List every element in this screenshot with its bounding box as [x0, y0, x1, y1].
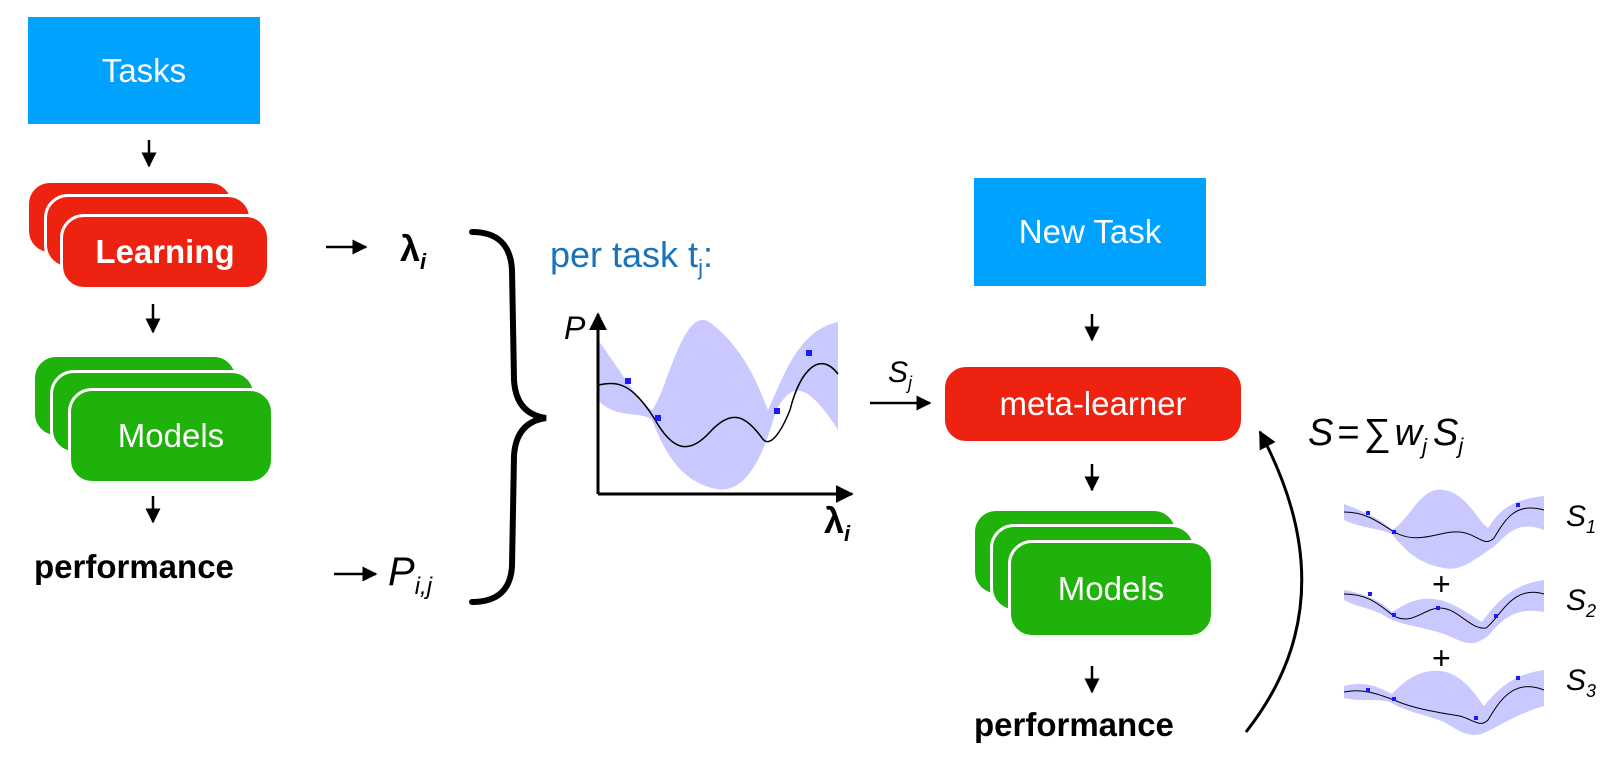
lambda-symbol: λ [400, 228, 421, 269]
formula-w: w [1394, 412, 1423, 454]
mini-point-3d [1516, 676, 1520, 680]
mini-label-1: S1 [1566, 500, 1596, 538]
p-ij-label: Pi,j [388, 550, 432, 601]
mini-label-1-symbol: S [1566, 500, 1587, 533]
right-performance-label: performance [974, 706, 1174, 743]
y-axis-label: P [564, 310, 586, 346]
sj-subscript: j [908, 373, 913, 393]
per-task-subscript: j [698, 255, 703, 281]
plus-sign-2: + [1432, 640, 1451, 676]
mini-band-3 [1344, 670, 1544, 735]
mini-label-3: S3 [1566, 664, 1596, 702]
performance-label: performance [34, 548, 234, 585]
mini-surrogate-3 [1343, 670, 1545, 735]
per-task-label: per task tj: [550, 234, 713, 281]
uncertainty-band [598, 319, 838, 490]
mini-point-1c [1516, 503, 1520, 507]
new-task-box: New Task [974, 178, 1206, 286]
mini-point-1b [1392, 530, 1396, 534]
mini-point-2b [1392, 613, 1396, 617]
curly-brace [469, 229, 547, 605]
sample-point-4 [806, 350, 812, 356]
sample-point-1 [625, 378, 631, 384]
formula-s: S [1308, 412, 1334, 454]
x-axis-label: λi [824, 500, 850, 547]
x-axis-subscript: i [844, 521, 851, 547]
per-task-colon: : [702, 234, 713, 275]
sj-arrow-label: Sj [888, 356, 912, 394]
mini-band-1 [1344, 489, 1544, 569]
mini-point-3b [1392, 697, 1396, 701]
formula-s2-subscript: j [1458, 433, 1464, 459]
formula-sum: ∑ [1363, 412, 1391, 454]
mini-point-3c [1474, 716, 1478, 720]
mini-point-2d [1494, 614, 1498, 618]
mini-label-2: S2 [1566, 584, 1596, 622]
mini-curve-2 [1343, 591, 1545, 629]
p-subscript: i,j [414, 573, 433, 600]
mini-point-2c [1436, 606, 1440, 610]
mean-curve [597, 362, 839, 448]
mini-label-3-subscript: 3 [1586, 681, 1597, 701]
plus-sign-1: + [1432, 566, 1451, 602]
lambda-i-label: λi [400, 228, 426, 275]
tasks-box: Tasks [28, 17, 260, 124]
meta-learner-box: meta-learner [942, 364, 1244, 444]
learning-box: Learning [60, 214, 270, 290]
formula-s2: S [1433, 412, 1459, 454]
sample-point-3 [774, 408, 780, 414]
formula-equals: = [1337, 412, 1360, 454]
mini-surrogate-1 [1343, 489, 1545, 569]
lambda-subscript: i [420, 249, 427, 275]
right-models-box: Models [1008, 540, 1214, 638]
mini-band-2 [1344, 580, 1544, 644]
mini-point-3a [1366, 688, 1370, 692]
formula-w-subscript: j [1422, 433, 1427, 459]
mini-point-2a [1368, 592, 1372, 596]
mini-label-2-subscript: 2 [1586, 601, 1597, 621]
mini-label-3-symbol: S [1566, 664, 1587, 697]
p-symbol: P [388, 550, 415, 594]
mini-label-1-subscript: 1 [1586, 517, 1597, 537]
models-box: Models [68, 388, 274, 484]
mini-point-1a [1366, 511, 1370, 515]
sample-point-2 [655, 415, 661, 421]
sj-symbol: S [888, 356, 909, 389]
per-task-text: per task t [550, 234, 699, 275]
mini-curve-3 [1343, 686, 1545, 724]
feedback-arrow [1244, 430, 1304, 733]
x-axis-lambda: λ [824, 500, 845, 541]
mini-curve-1 [1343, 507, 1545, 543]
mini-surrogate-2 [1343, 580, 1545, 644]
mini-label-2-symbol: S [1566, 584, 1587, 617]
